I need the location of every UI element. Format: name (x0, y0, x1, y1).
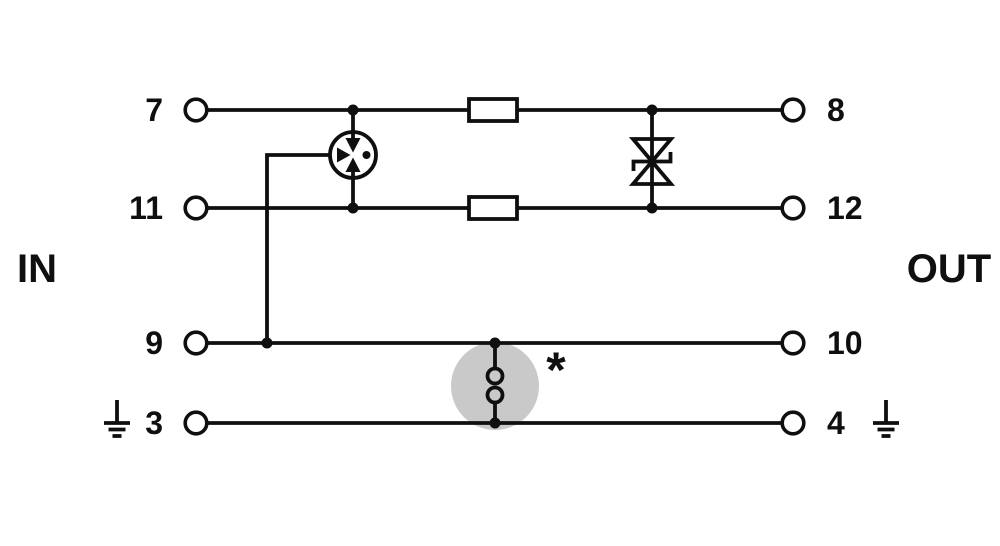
terminal-10-circle (780, 330, 806, 356)
terminal-12-label: 12 (827, 190, 863, 226)
junction-dot (489, 417, 501, 429)
junction-dot (347, 104, 359, 116)
diode-top-triangle (628, 137, 676, 165)
junction-dot (347, 202, 359, 214)
gas-discharge-tube-icon (328, 110, 378, 208)
junction-dot (489, 337, 501, 349)
arrester-left-arrowhead (337, 147, 351, 163)
terminal-8-label: 8 (827, 92, 845, 128)
earth-ground-icon-right (873, 400, 899, 438)
arrester-bottom-arrowhead (345, 157, 361, 172)
terminal-12-circle (780, 195, 806, 221)
diode-zener-bar (631, 152, 673, 171)
terminal-4-circle (780, 410, 806, 436)
junction-dot (261, 337, 273, 349)
arrester-top-arrowhead (345, 138, 361, 153)
bidirectional-suppressor-diode-icon (628, 110, 676, 208)
terminal-3-circle (183, 410, 209, 436)
resistor-icon-bottom (467, 195, 519, 221)
terminal-3-label: 3 (145, 405, 163, 441)
diode-bottom-triangle (628, 158, 676, 186)
spark-gap-top-electrode (485, 366, 505, 386)
terminal-8-circle (780, 97, 806, 123)
junction-dot (646, 202, 658, 214)
junction-dot (646, 104, 658, 116)
out-label: OUT (907, 247, 991, 291)
resistor-icon-top (467, 97, 519, 123)
arrester-dot (362, 151, 371, 159)
in-label: IN (17, 247, 57, 291)
terminal-10-label: 10 (827, 325, 863, 361)
terminal-4-label: 4 (827, 405, 845, 441)
terminal-9-circle (183, 330, 209, 356)
asterisk-note-marker: * (546, 342, 566, 398)
terminal-7-label: 7 (145, 92, 163, 128)
terminal-7-circle (183, 97, 209, 123)
wire-arrester-branch (265, 153, 338, 343)
terminal-11-label: 11 (129, 190, 163, 226)
terminal-9-label: 9 (145, 325, 163, 361)
terminal-11-circle (183, 195, 209, 221)
earth-ground-icon-left (104, 400, 130, 438)
